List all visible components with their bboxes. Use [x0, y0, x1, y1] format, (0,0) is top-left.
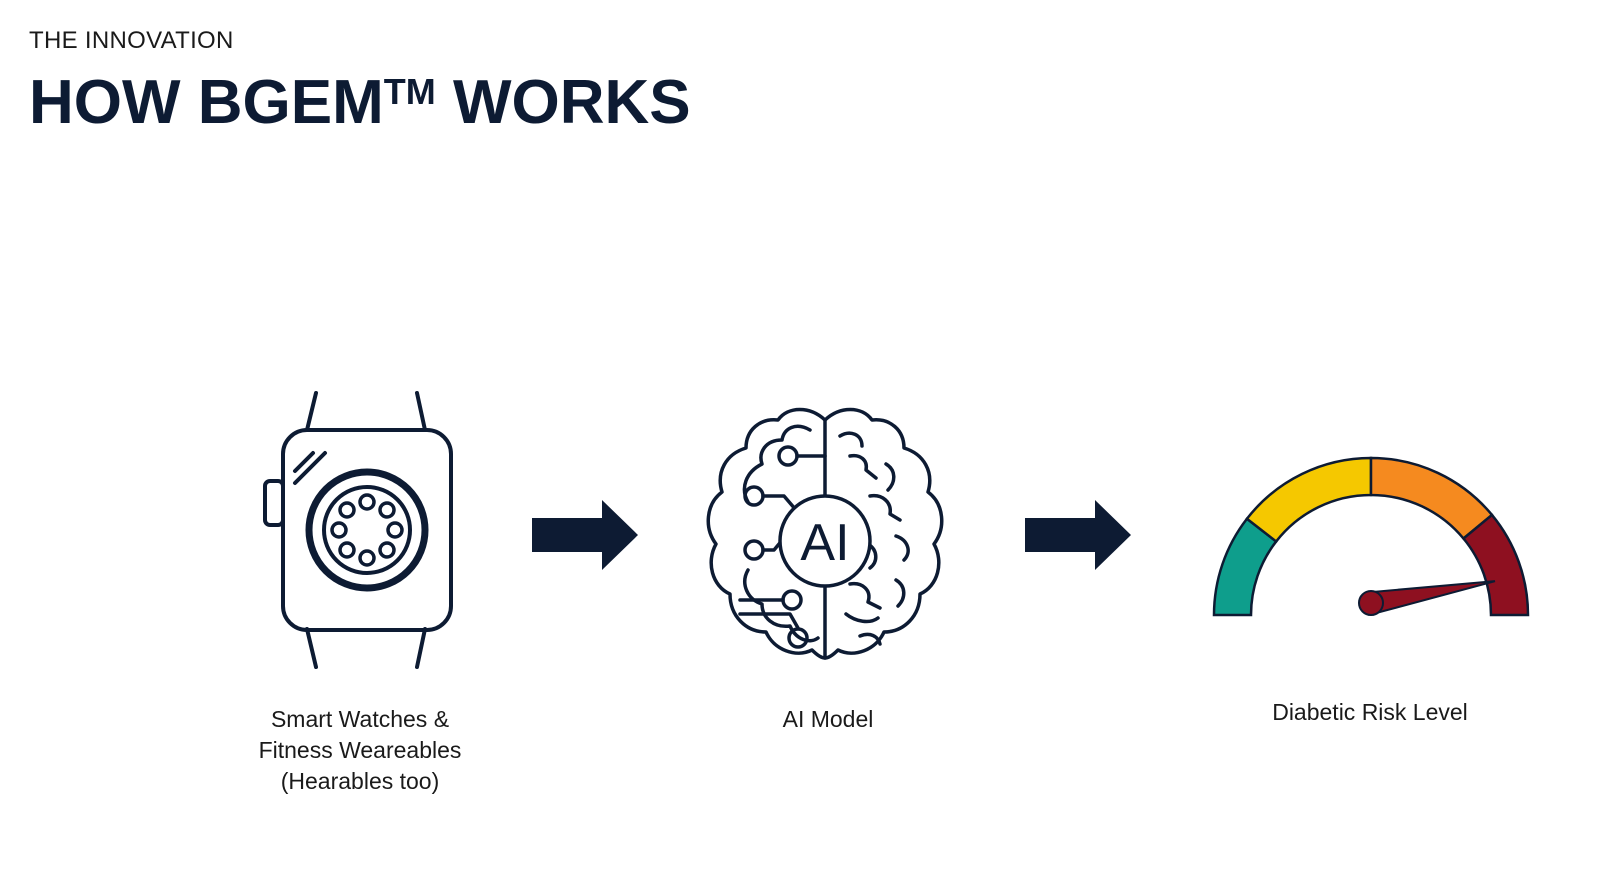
gauge-segment — [1245, 456, 1373, 544]
title-tail: WORKS — [435, 68, 691, 137]
ai-brain-icon: AI — [706, 407, 944, 660]
caption-line: Diabetic Risk Level — [1272, 699, 1468, 725]
arrow-right-icon — [532, 500, 638, 570]
caption-line: (Hearables too) — [280, 768, 440, 794]
trademark-sup: TM — [383, 71, 436, 112]
caption-smartwatches: Smart Watches & Fitness Weareables (Hear… — [220, 704, 500, 797]
caption-ai-model: AI Model — [728, 704, 928, 735]
caption-risk-level: Diabetic Risk Level — [1220, 697, 1520, 728]
section-eyebrow: THE INNOVATION — [29, 27, 234, 54]
gauge-segment — [1369, 456, 1494, 541]
page-title: HOW BGEMTM WORKS — [29, 72, 691, 134]
arrow-right-icon — [1025, 500, 1131, 570]
smartwatch-icon — [263, 391, 453, 669]
risk-gauge-icon — [1212, 456, 1530, 617]
gauge-segment — [1461, 513, 1530, 617]
gauge-needle — [1367, 580, 1496, 615]
ai-icon-label: AI — [800, 514, 849, 572]
title-main: HOW BGEM — [29, 68, 384, 137]
caption-line: Smart Watches & — [270, 706, 450, 732]
gauge-needle-hub — [1358, 590, 1384, 616]
caption-line: Fitness Weareables — [258, 737, 462, 763]
caption-line: AI Model — [782, 706, 874, 732]
